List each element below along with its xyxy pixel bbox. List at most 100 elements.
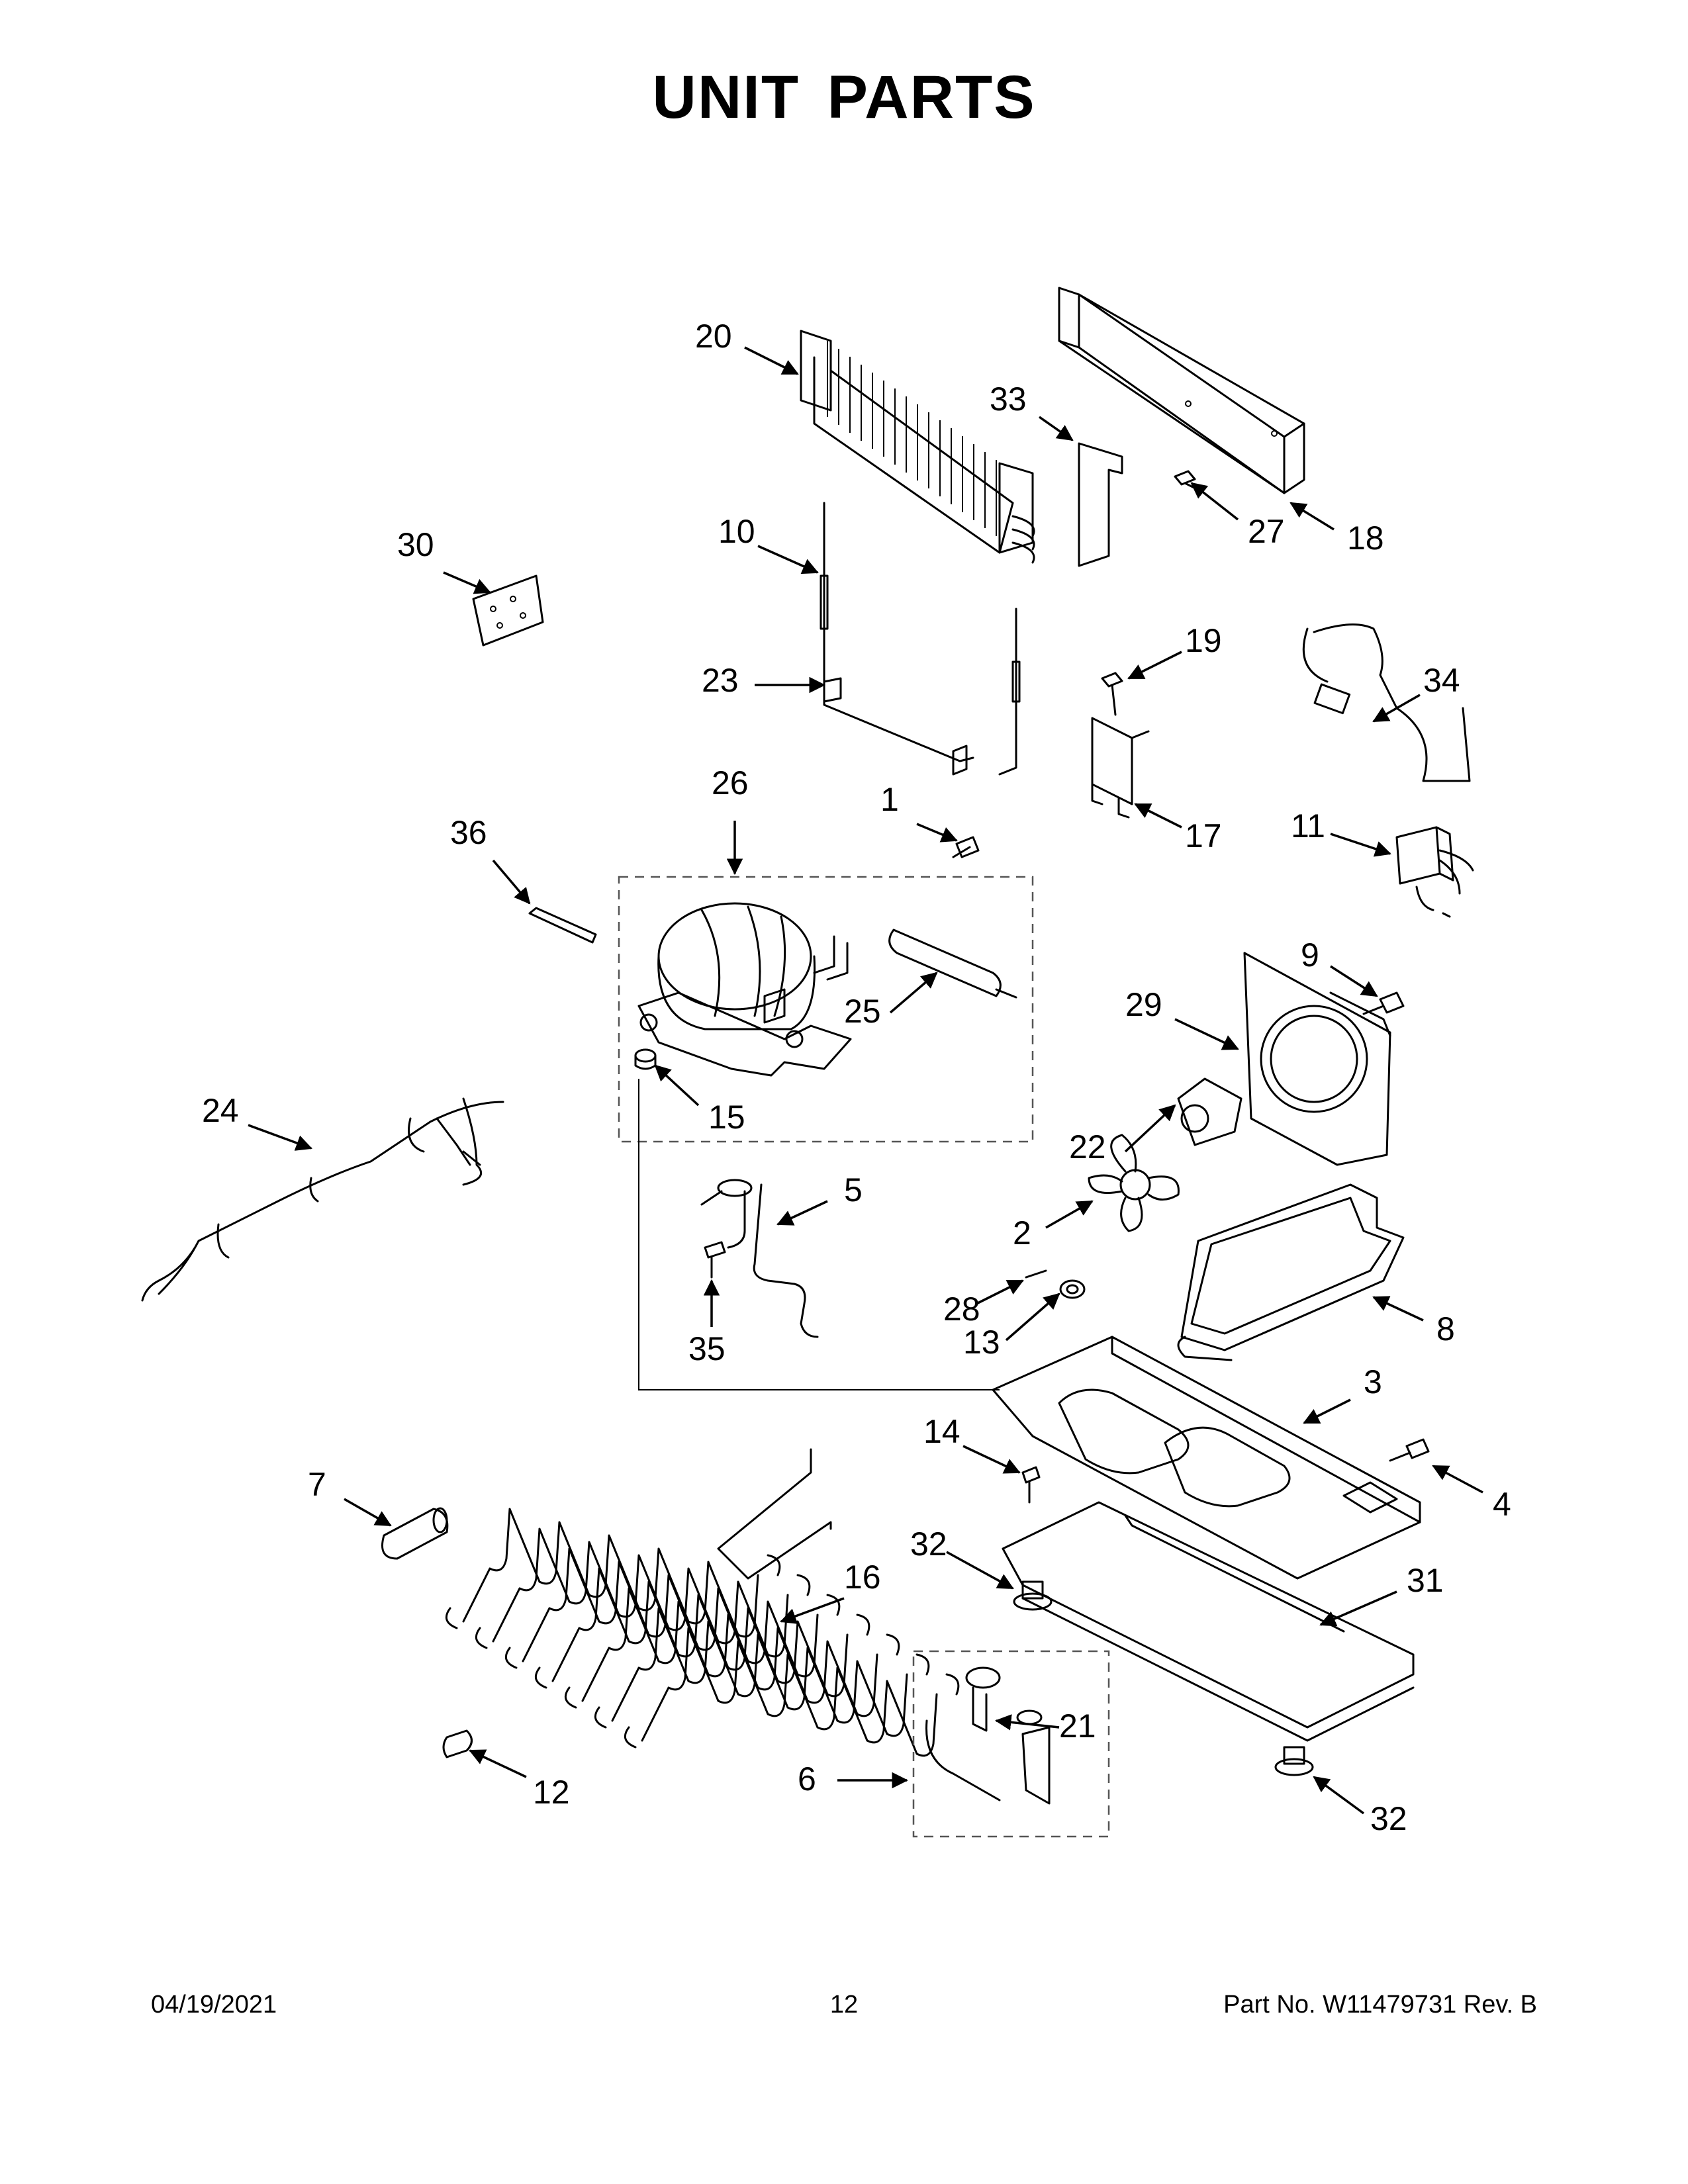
leader-arrow-c24 [248, 1124, 312, 1151]
leader-arrow-c10 [757, 545, 819, 574]
callout-c26: 26 [712, 764, 749, 801]
leader-arrow-c30 [443, 571, 491, 594]
drain-pan-part-8 [1177, 1183, 1405, 1361]
callout-c7: 7 [308, 1466, 326, 1503]
callout-c25: 25 [844, 993, 881, 1030]
screw-part-9 [1362, 991, 1405, 1015]
footer-part-number: Part No. W11479731 Rev. B [1223, 1991, 1537, 2019]
leader-arrow-c17 [1134, 803, 1182, 829]
callout-c23: 23 [702, 662, 739, 699]
callout-c33: 33 [990, 381, 1027, 418]
leader-arrow-c34 [1372, 694, 1421, 723]
callout-c11: 11 [1291, 807, 1325, 844]
insulation-part-7 [381, 1507, 449, 1560]
fan-motor-part-22 [1177, 1077, 1243, 1146]
callout-c21: 21 [1059, 1707, 1096, 1745]
tubing-part-10-23 [820, 502, 1021, 776]
callout-c22: 22 [1069, 1128, 1106, 1165]
callout-labels: 1234567891011121314151617181920212223242… [202, 318, 1511, 1837]
compressor-part-26 [637, 902, 852, 1077]
footer-page-number: 12 [829, 1991, 859, 2019]
water-inlet-part-5 [700, 1179, 819, 1338]
callout-c36: 36 [450, 814, 487, 851]
leader-arrow-c31 [1319, 1590, 1397, 1627]
callout-c28: 28 [943, 1291, 980, 1328]
fan-shroud-part-29 [1243, 952, 1391, 1166]
leader-arrow-c27 [1190, 482, 1239, 521]
tube-routing-line [638, 1079, 1000, 1390]
leader-arrow-c12 [469, 1749, 527, 1778]
callout-c12: 12 [533, 1774, 570, 1811]
tubing-part-34 [1302, 623, 1471, 782]
strap-part-36 [528, 907, 597, 944]
callout-c35: 35 [688, 1330, 726, 1367]
callout-c19: 19 [1185, 622, 1222, 659]
bracket-part-17 [1091, 717, 1150, 819]
leader-arrow-c3 [1303, 1398, 1351, 1424]
leader-arrow-c20 [744, 346, 799, 375]
leader-arrow-c32a [946, 1551, 1014, 1590]
leader-arrow-c21 [994, 1714, 1060, 1731]
callout-c32a: 32 [910, 1525, 947, 1563]
callout-c18: 18 [1347, 520, 1384, 557]
leader-arrows [248, 346, 1483, 1815]
defrost-group-outline [912, 1650, 1110, 1838]
leader-arrow-c5 [776, 1200, 828, 1226]
screw-part-1 [952, 836, 980, 858]
relay-part-11 [1395, 826, 1474, 918]
leader-arrow-c13 [1005, 1293, 1060, 1342]
callout-c24: 24 [202, 1092, 239, 1129]
screw-part-4 [1389, 1438, 1430, 1462]
callout-c30: 30 [397, 526, 434, 563]
leader-arrow-c14 [962, 1445, 1021, 1474]
bottom-cover-part-31 [1002, 1501, 1415, 1742]
callout-c29: 29 [1125, 986, 1162, 1023]
callout-c34: 34 [1423, 662, 1460, 699]
leader-arrow-c7 [344, 1498, 392, 1527]
leader-arrow-c25 [889, 972, 938, 1014]
callout-c16: 16 [844, 1559, 881, 1596]
leader-arrow-c15 [654, 1064, 700, 1107]
pin-part-28 [1025, 1269, 1047, 1279]
leader-arrow-c22 [1124, 1104, 1176, 1153]
condenser-part-20 [800, 330, 1035, 564]
thermostat-part-21 [965, 1666, 1001, 1732]
leader-arrow-c11 [1330, 833, 1391, 857]
callout-c5: 5 [844, 1171, 863, 1208]
evaporator-coil-part-16 [445, 1448, 960, 1757]
fan-blade-part-2 [1088, 1134, 1180, 1232]
callout-c3: 3 [1364, 1363, 1382, 1400]
callout-c2: 2 [1013, 1214, 1031, 1251]
callout-c9: 9 [1301, 936, 1319, 974]
filter-dryer-part-25 [888, 929, 1017, 999]
leader-arrow-c9 [1330, 965, 1378, 997]
leader-arrow-c29 [1174, 1018, 1239, 1050]
compressor-group-outline [618, 876, 1034, 1143]
callout-c27: 27 [1248, 513, 1285, 550]
leader-arrow-c1 [916, 823, 958, 842]
leader-arrow-c2 [1045, 1200, 1094, 1229]
leader-arrow-c33 [1038, 416, 1074, 441]
leader-arrow-c36 [492, 859, 531, 905]
callout-c10: 10 [718, 513, 755, 550]
leader-arrow-c8 [1372, 1296, 1424, 1322]
footer-date: 04/19/2021 [151, 1991, 277, 2019]
callout-c4: 4 [1493, 1486, 1511, 1523]
callout-c15: 15 [708, 1099, 745, 1136]
screw-part-19 [1101, 672, 1123, 716]
leader-arrow-c18 [1289, 502, 1335, 531]
leader-arrow-c19 [1127, 651, 1182, 680]
callout-c13: 13 [963, 1324, 1000, 1361]
leader-arrow-c4 [1432, 1465, 1483, 1494]
clip-part-12 [442, 1729, 473, 1758]
baffle-part-33 [1078, 442, 1123, 567]
callout-c20: 20 [695, 318, 732, 355]
control-board-part-30 [472, 574, 544, 647]
grommet-part-13 [1059, 1279, 1086, 1299]
callout-c17: 17 [1185, 817, 1222, 854]
leveling-leg-part-32-b [1274, 1746, 1314, 1776]
screw-part-14 [1021, 1466, 1041, 1504]
page-title: UNIT PARTS [652, 64, 1036, 131]
callout-c32b: 32 [1370, 1800, 1407, 1837]
